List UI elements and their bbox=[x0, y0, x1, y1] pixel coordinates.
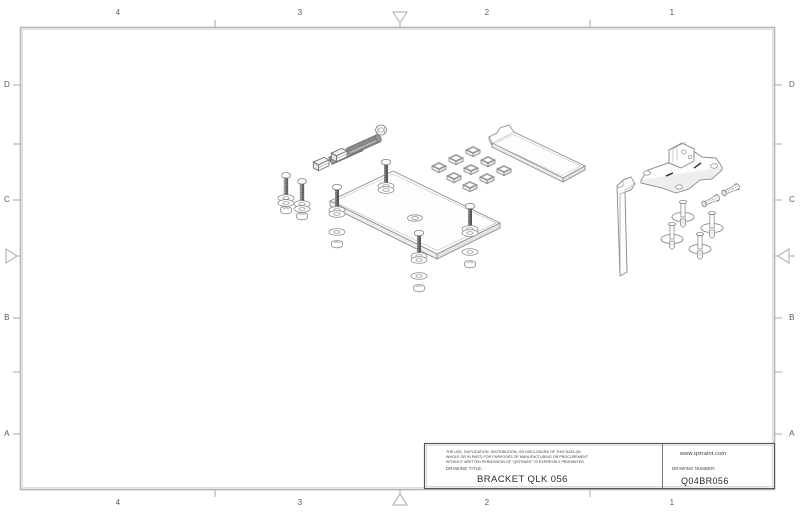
center-mark-top bbox=[392, 11, 408, 28]
part-mushroom-studs bbox=[660, 199, 724, 260]
legal-notice: THE USE, DUPLICATION, DISTRIBUTION, OR D… bbox=[446, 450, 589, 464]
part-spacer-blocks bbox=[431, 146, 512, 193]
zone-label-left-d: D bbox=[3, 80, 11, 89]
zone-label-left-b: B bbox=[4, 313, 10, 322]
zone-label-right-d: D bbox=[788, 80, 796, 89]
part-small-bolt-a bbox=[277, 172, 295, 215]
zone-label-top-1: 1 bbox=[669, 8, 675, 17]
exploded-assembly bbox=[277, 124, 741, 293]
part-base-plate bbox=[328, 170, 502, 260]
zone-label-bottom-2: 2 bbox=[484, 498, 490, 507]
zone-label-bottom-1: 1 bbox=[669, 498, 675, 507]
part-nut-standalone bbox=[375, 124, 387, 136]
zone-label-top-2: 2 bbox=[484, 8, 490, 17]
zone-label-right-b: B bbox=[789, 313, 795, 322]
part-small-bolt-b bbox=[293, 178, 311, 221]
zone-label-left-c: C bbox=[3, 195, 11, 204]
zone-label-top-4: 4 bbox=[115, 8, 121, 17]
drawing-title-value: BRACKET QLK 056 bbox=[477, 474, 568, 485]
zone-label-right-a: A bbox=[789, 429, 795, 438]
website-url[interactable]: www.qstraint.com bbox=[680, 451, 727, 457]
zone-label-right-c: C bbox=[788, 195, 796, 204]
center-mark-bottom bbox=[392, 489, 408, 506]
drawing-title-label: DRAWING TITLE: bbox=[446, 466, 483, 471]
center-mark-left bbox=[5, 248, 21, 264]
drawing-number-value: Q04BR056 bbox=[681, 476, 729, 486]
border-zone-ticks bbox=[13, 20, 782, 497]
part-plate-bolt-left bbox=[328, 183, 346, 249]
part-spider-bracket bbox=[640, 141, 723, 194]
zone-label-bottom-3: 3 bbox=[297, 498, 303, 507]
zone-label-left-a: A bbox=[4, 429, 10, 438]
drawing-frame bbox=[19, 26, 776, 491]
part-hex-bolt-b bbox=[331, 133, 382, 161]
center-mark-right bbox=[774, 248, 795, 264]
part-cover-plate bbox=[488, 124, 587, 183]
zone-label-bottom-4: 4 bbox=[115, 498, 121, 507]
part-pins bbox=[701, 183, 741, 208]
part-hook-strap bbox=[616, 176, 636, 277]
zone-label-top-3: 3 bbox=[297, 8, 303, 17]
title-block-frame bbox=[423, 442, 776, 490]
drawing-number-label: DRAWING NUMBER: bbox=[672, 466, 716, 471]
